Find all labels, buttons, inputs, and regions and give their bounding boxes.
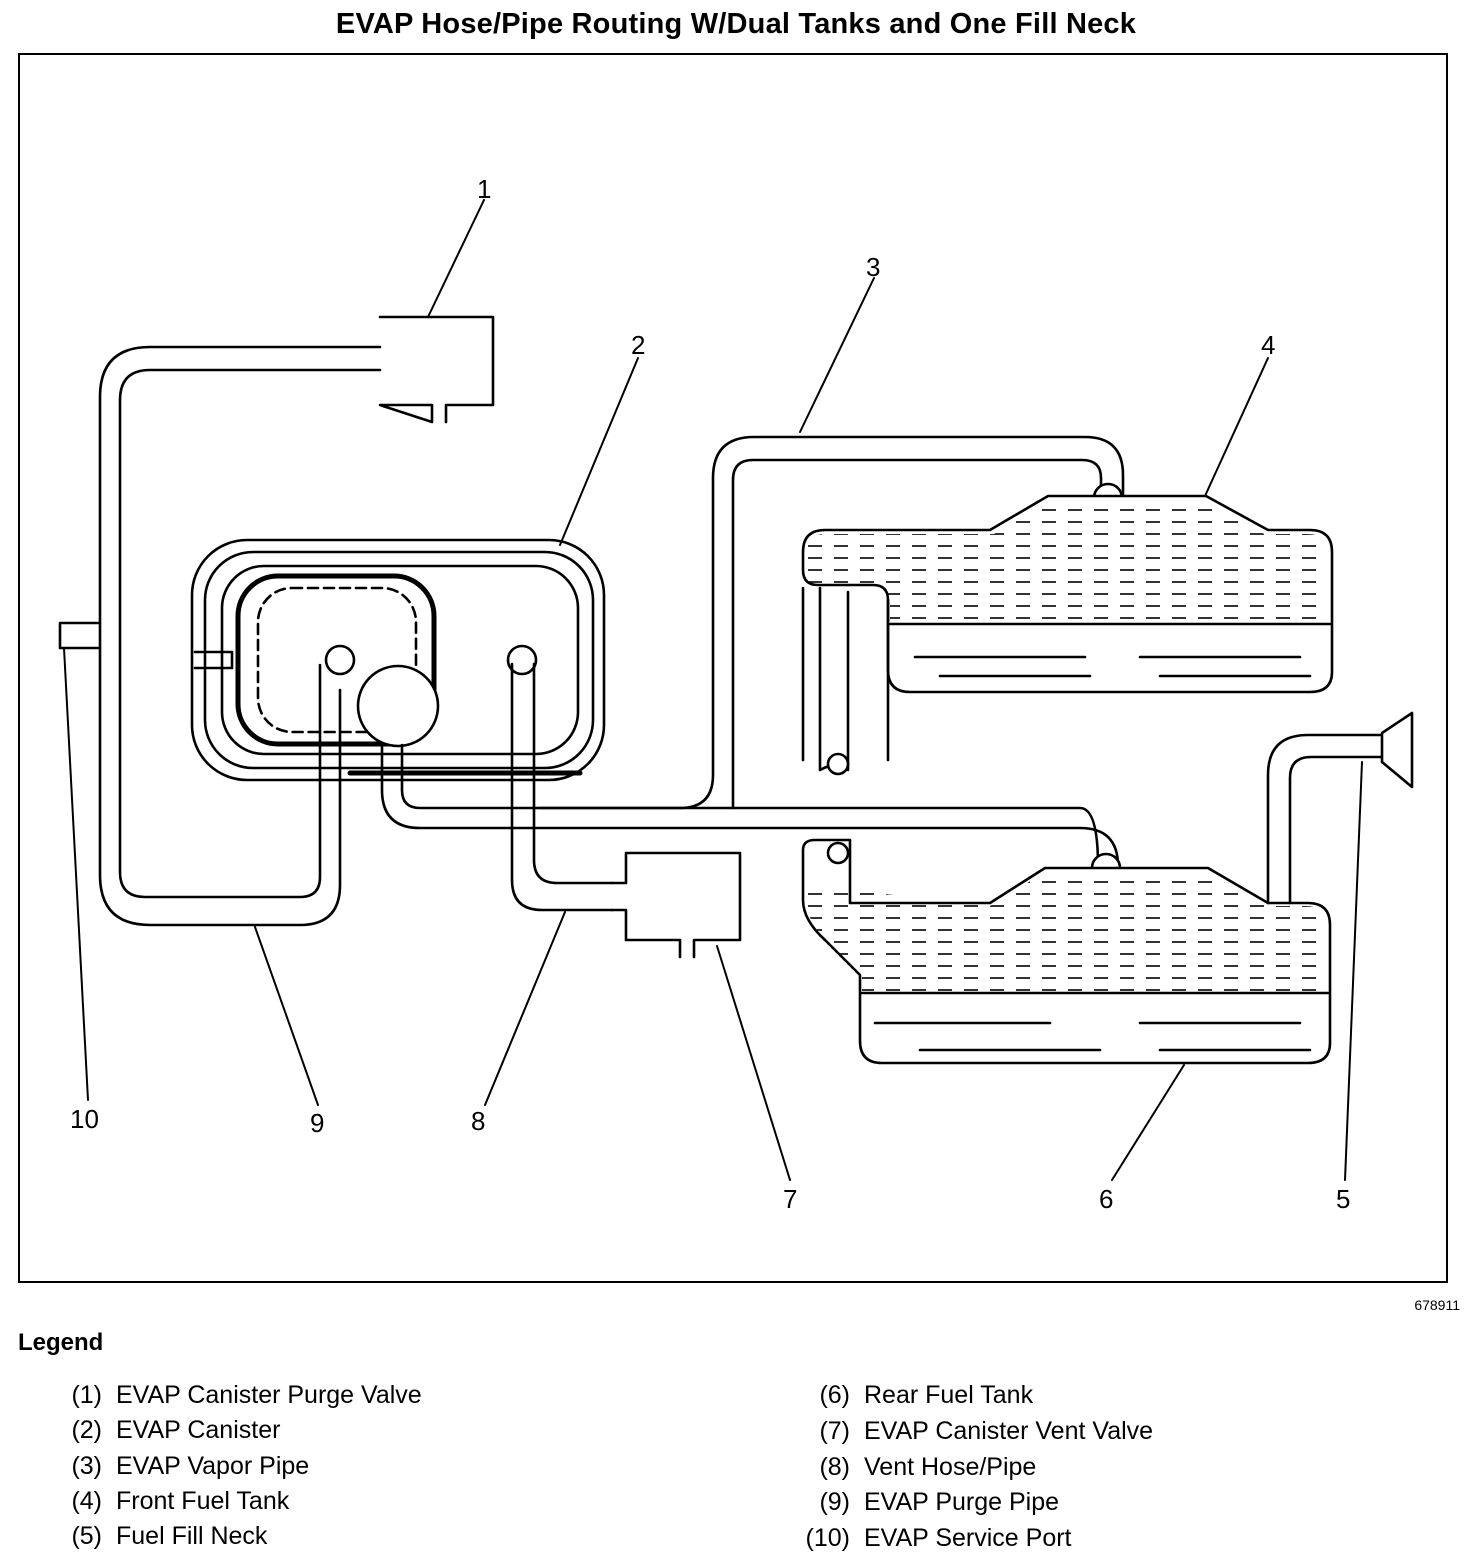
- service-port: [58, 621, 102, 650]
- legend-item-3: (3) EVAP Vapor Pipe: [42, 1452, 309, 1480]
- purge-valve: [378, 315, 495, 424]
- legend-label: EVAP Purge Pipe: [864, 1488, 1060, 1516]
- legend-num: (5): [71, 1522, 102, 1550]
- legend-item-2: (2) EVAP Canister: [42, 1416, 280, 1444]
- fuel-fill-neck: [1266, 711, 1414, 905]
- callout-3: 3: [866, 252, 881, 282]
- diagram-frame: [18, 53, 1448, 1283]
- leader-lines: [63, 199, 1363, 1181]
- front-fuel-tank: [801, 494, 1334, 776]
- callout-4: 4: [1261, 330, 1276, 360]
- legend-label: EVAP Canister Purge Valve: [116, 1381, 422, 1409]
- vent-valve: [610, 851, 742, 959]
- legend-num: (8): [819, 1453, 850, 1481]
- legend-num: (3): [71, 1452, 102, 1480]
- evap-canister: [190, 538, 606, 782]
- callout-2: 2: [631, 330, 646, 360]
- legend-label: Front Fuel Tank: [116, 1487, 290, 1515]
- legend-label: EVAP Canister Vent Valve: [864, 1417, 1154, 1445]
- legend-item-6: (6) Rear Fuel Tank: [790, 1381, 1033, 1409]
- legend-item-8: (8) Vent Hose/Pipe: [790, 1453, 1036, 1481]
- legend-item-5: (5) Fuel Fill Neck: [42, 1522, 267, 1550]
- legend-num: (6): [819, 1381, 850, 1409]
- callout-9: 9: [310, 1108, 325, 1138]
- legend-label: EVAP Service Port: [864, 1524, 1072, 1552]
- callout-8: 8: [471, 1106, 486, 1136]
- purge-pipe: [98, 345, 382, 927]
- legend-num: (4): [71, 1487, 102, 1515]
- legend-item-7: (7) EVAP Canister Vent Valve: [790, 1417, 1153, 1445]
- callout-1: 1: [477, 174, 492, 204]
- legend-item-1: (1) EVAP Canister Purge Valve: [42, 1381, 422, 1409]
- vent-hose: [510, 662, 614, 912]
- legend-num: (10): [805, 1524, 850, 1552]
- legend-num: (2): [71, 1416, 102, 1444]
- legend-num: (7): [819, 1417, 850, 1445]
- rear-fuel-tank: [801, 838, 1332, 1065]
- legend-heading: Legend: [18, 1329, 104, 1356]
- figure-id: 678911: [1414, 1297, 1460, 1313]
- legend-num: (9): [819, 1488, 850, 1516]
- evap-routing-diagram: [58, 199, 1414, 1181]
- legend-num: (1): [71, 1381, 102, 1409]
- legend-label: Rear Fuel Tank: [864, 1381, 1034, 1409]
- legend-item-10: (10) EVAP Service Port: [790, 1524, 1072, 1552]
- legend-label: Fuel Fill Neck: [116, 1522, 268, 1550]
- callout-5: 5: [1336, 1184, 1351, 1214]
- legend-label: EVAP Canister: [116, 1416, 281, 1444]
- diagram-title: EVAP Hose/Pipe Routing W/Dual Tanks and …: [335, 8, 1137, 40]
- legend-item-4: (4) Front Fuel Tank: [42, 1487, 289, 1515]
- callout-7: 7: [783, 1184, 798, 1214]
- callout-10: 10: [70, 1104, 99, 1134]
- legend-label: Vent Hose/Pipe: [864, 1453, 1037, 1481]
- legend-label: EVAP Vapor Pipe: [116, 1452, 310, 1480]
- callout-6: 6: [1099, 1184, 1114, 1214]
- legend-item-9: (9) EVAP Purge Pipe: [790, 1488, 1059, 1516]
